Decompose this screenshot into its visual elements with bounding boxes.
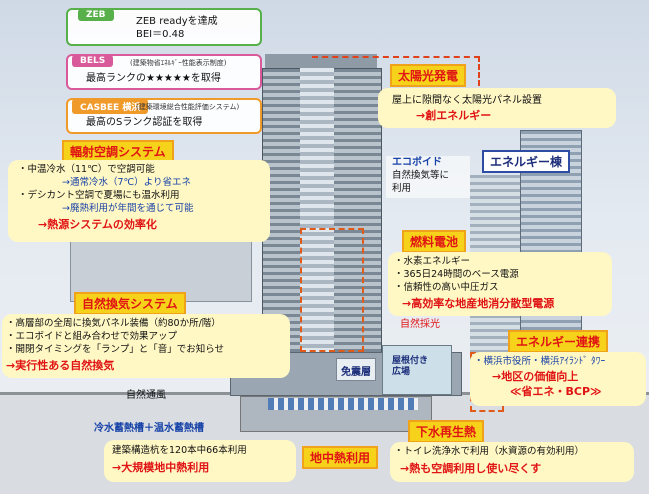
energy-link-result2: ≪省エネ・BCP≫ — [510, 385, 602, 398]
natural-vent-line-1: ・高層部の全周に換気パネル装備（約80か所/階） — [6, 318, 221, 329]
fuel-cell-highlight — [300, 228, 364, 352]
casbee-tag: CASBEE 横浜 — [72, 99, 149, 114]
geothermal-box: 建築構造杭を120本中66本利用 →大規模地中熱利用 — [104, 440, 296, 482]
casbee-box: CASBEE 横浜 (建築環境総合性能評価システム) 最高のSランク認証を取得 — [66, 98, 262, 134]
energy-link-line: ・横浜市役所・横浜ｱｲﾗﾝﾄﾞ ﾀﾜｰ — [474, 356, 606, 367]
energy-link-result: →地区の価値向上 — [492, 370, 579, 383]
daylight-label: 自然採光 — [400, 319, 440, 330]
geothermal-result: →大規模地中熱利用 — [112, 461, 210, 474]
covered-plaza — [382, 345, 452, 395]
energy-link-title: エネルギー連携 — [508, 330, 609, 353]
radiant-box: ・中温冷水（11℃）で空調可能 →通常冷水（7℃）より省エネ ・デシカント空調で… — [8, 160, 270, 242]
fuel-cell-line-1: ・水素エネルギー — [394, 256, 471, 267]
zeb-line1: ZEB readyを達成 — [136, 16, 218, 27]
thermal-storage-label: 冷水蓄熱槽＋温水蓄熱槽 — [94, 423, 204, 434]
sewage-result: →熱も空調利用し使い尽くす — [400, 462, 542, 475]
zeb-line2: BEI＝0.48 — [136, 29, 185, 40]
seismic-label-box: 免震層 — [336, 358, 376, 381]
zeb-box: ZEB ZEB readyを達成 BEI＝0.48 — [66, 8, 262, 46]
solar-leader-line — [312, 56, 480, 59]
radiant-line-2: →通常冷水（7℃）より省エネ — [62, 177, 191, 188]
wind-label: 自然通風 — [126, 390, 166, 401]
casbee-sub: (建築環境総合性能評価システム) — [136, 103, 240, 111]
ecovoid-line-1: 自然換気等に — [392, 170, 450, 181]
ecovoid-title: エコボイド — [392, 157, 442, 168]
natural-vent-box: ・高層部の全周に換気パネル装備（約80か所/階） ・エコボイドと組み合わせで効果… — [2, 314, 290, 378]
ecovoid-line-2: 利用 — [392, 183, 412, 194]
atrium-label: 屋根付き広場 — [392, 356, 429, 377]
sewage-title: 下水再生熱 — [408, 420, 485, 443]
fuel-cell-title: 燃料電池 — [402, 230, 467, 253]
energy-link-box: ・横浜市役所・横浜ｱｲﾗﾝﾄﾞ ﾀﾜｰ →地区の価値向上 ≪省エネ・BCP≫ — [470, 352, 646, 406]
geothermal-text: 建築構造杭を120本中66本利用 — [112, 445, 247, 456]
bels-sub: (建築物省ｴﾈﾙｷﾞｰ性能表示制度) — [130, 59, 227, 67]
ecovoid-box: エコボイド 自然換気等に 利用 — [386, 156, 470, 198]
radiant-result: →熱源システムの効率化 — [38, 218, 157, 231]
radiant-line-4: →廃熱利用が年間を通じて可能 — [62, 203, 194, 214]
solar-text: 屋上に隙間なく太陽光パネル設置 — [392, 95, 542, 106]
storage-tank-pipes — [268, 398, 418, 410]
solar-title: 太陽光発電 — [390, 64, 467, 87]
radiant-line-3: ・デシカント空調で夏場にも温水利用 — [18, 190, 180, 201]
casbee-text: 最高のSランク認証を取得 — [86, 117, 203, 128]
natural-vent-title: 自然換気システム — [74, 292, 186, 315]
sewage-text: ・トイレ洗浄水で利用（水資源の有効利用） — [394, 446, 585, 457]
solar-leader-line-vertical — [478, 56, 481, 86]
seismic-label: 免震層 — [341, 367, 371, 378]
fuel-cell-line-3: ・信頼性の高い中圧ガス — [394, 282, 499, 293]
bels-text: 最高ランクの★★★★★を取得 — [86, 73, 221, 84]
fuel-cell-box: ・水素エネルギー ・365日24時間のベース電源 ・信頼性の高い中圧ガス →高効… — [388, 252, 612, 316]
energy-building-label: エネルギー棟 — [482, 150, 571, 173]
geothermal-title: 地中熱利用 — [302, 446, 379, 469]
radiant-line-1: ・中温冷水（11℃）で空調可能 — [18, 164, 155, 175]
natural-vent-line-3: ・開閉タイミングを「ランプ」と「音」でお知らせ — [6, 344, 225, 355]
solar-box: 屋上に隙間なく太陽光パネル設置 →創エネルギー — [378, 88, 616, 128]
bels-tag: BELS — [72, 55, 114, 67]
solar-result: →創エネルギー — [416, 109, 492, 122]
natural-vent-result: →実行性ある自然換気 — [6, 359, 115, 372]
fuel-cell-result: →高効率な地産地消分散型電源 — [402, 297, 555, 310]
zeb-tag: ZEB — [78, 9, 114, 21]
natural-vent-line-2: ・エコボイドと組み合わせで効果アップ — [6, 331, 178, 342]
fuel-cell-line-2: ・365日24時間のベース電源 — [394, 269, 519, 280]
sewage-box: ・トイレ洗浄水で利用（水資源の有効利用） →熱も空調利用し使い尽くす — [390, 442, 634, 482]
eco-void-core — [300, 60, 334, 394]
bels-box: BELS (建築物省ｴﾈﾙｷﾞｰ性能表示制度) 最高ランクの★★★★★を取得 — [66, 54, 262, 90]
